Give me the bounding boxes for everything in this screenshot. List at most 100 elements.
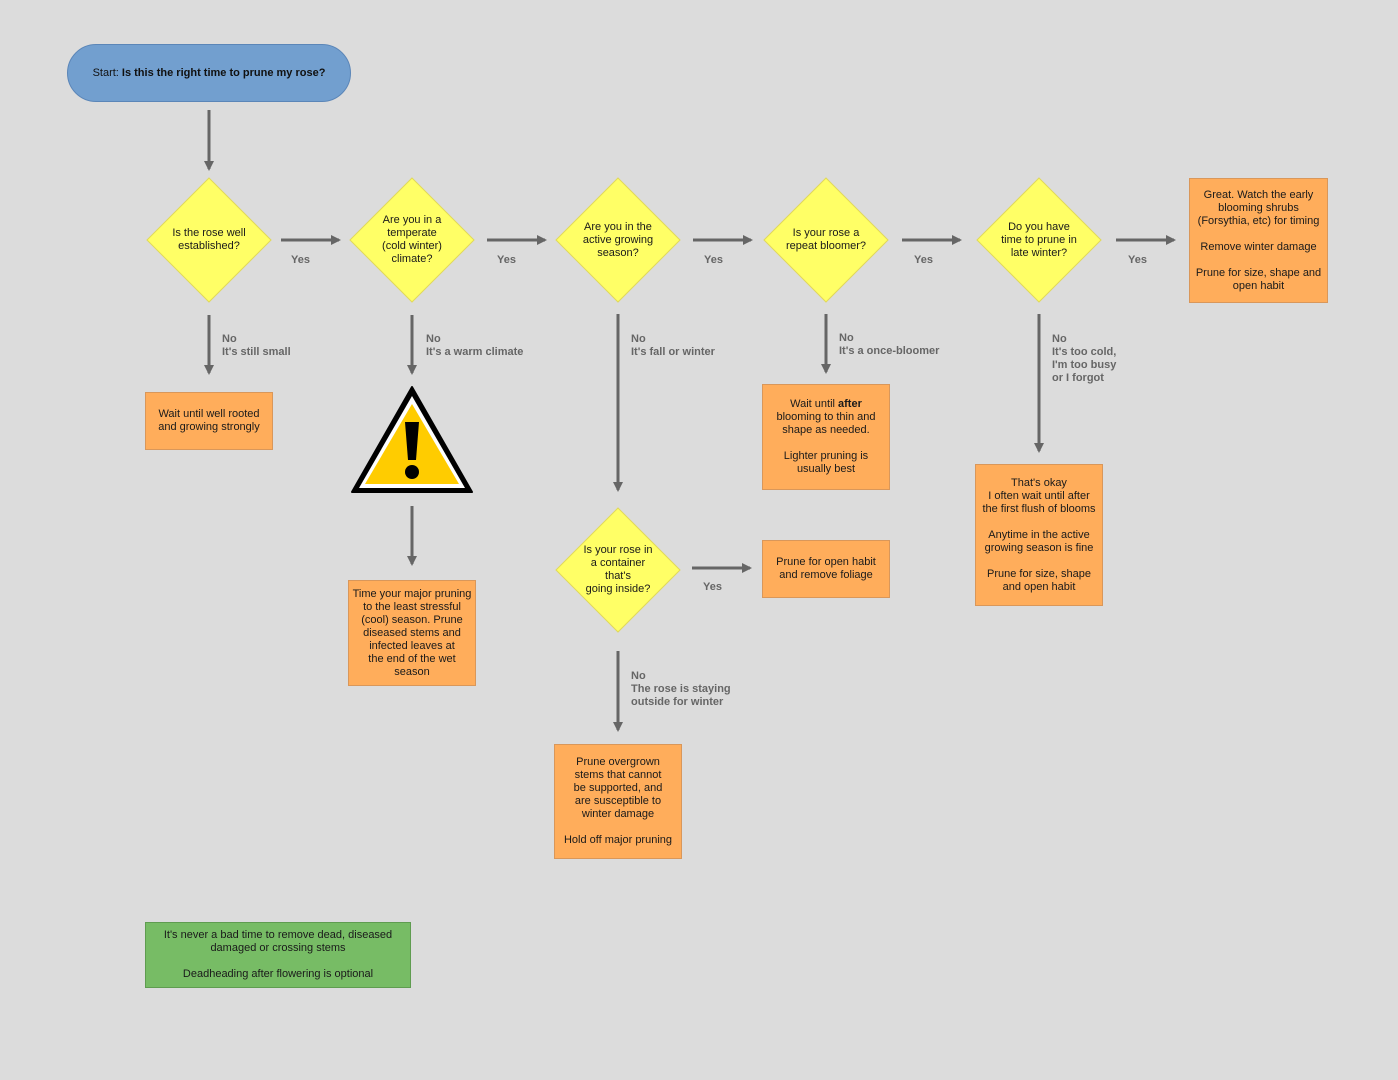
box-line: Prune for size, shape: [987, 567, 1091, 580]
box-line: and remove foliage: [779, 569, 873, 581]
outcome-wait-rooted: Wait until well rooted and growing stron…: [145, 392, 273, 450]
outcome-great: Great. Watch the early blooming shrubs (…: [1189, 178, 1328, 303]
box-line: are susceptible to: [574, 795, 662, 807]
box-line: blooming to thin and: [776, 411, 876, 423]
decision-late-winter: Do you have time to prune in late winter…: [976, 177, 1102, 303]
decision-line: active growing: [582, 233, 654, 246]
start-question: Is this the right time to prune my rose?: [121, 67, 326, 79]
box-line: to the least stressful: [363, 600, 461, 613]
start-prefix: Start:: [92, 67, 122, 79]
no-label-still-small: No It's still small: [222, 333, 291, 359]
no-label-fall-winter: No It's fall or winter: [631, 333, 715, 359]
box-line: (cool) season. Prune: [361, 613, 463, 626]
outcome-time-major: Time your major pruning to the least str…: [348, 580, 476, 686]
box-emphasis: after: [838, 398, 862, 410]
yes-label: Yes: [1128, 254, 1147, 266]
no-label: No: [631, 333, 646, 345]
yes-label: Yes: [704, 254, 723, 266]
no-label: No: [631, 670, 646, 682]
decision-line: Are you in a: [382, 214, 442, 226]
box-line: (Forsythia, etc) for timing: [1197, 214, 1320, 227]
note-never-bad-time: It's never a bad time to remove dead, di…: [145, 922, 411, 988]
decision-line: (cold winter): [382, 240, 442, 252]
decision-line: temperate: [387, 227, 437, 239]
no-reason: I'm too busy: [1052, 359, 1117, 371]
decision-repeat-bloomer: Is your rose a repeat bloomer?: [763, 177, 889, 303]
no-reason: outside for winter: [631, 696, 724, 708]
decision-line: late winter?: [1010, 246, 1068, 259]
outcome-wait-after: Wait until after blooming to thin and sh…: [762, 384, 890, 490]
no-label: No: [1052, 333, 1067, 345]
box-line: Lighter pruning is: [783, 450, 869, 462]
box-line: blooming shrubs: [1218, 201, 1299, 214]
box-line: Deadheading after flowering is optional: [182, 968, 374, 980]
yes-label: Yes: [703, 581, 722, 593]
box-line: Time your major pruning: [352, 587, 472, 600]
yes-label: Yes: [497, 254, 516, 266]
box-line: infected leaves at: [369, 639, 455, 652]
box-line: Prune for size, shape and: [1195, 266, 1322, 279]
box-line: Anytime in the active: [988, 528, 1090, 541]
outcome-open-habit: Prune for open habit and remove foliage: [762, 540, 890, 598]
box-line: Hold off major pruning: [563, 834, 673, 846]
decision-well-established: Is the rose well established?: [146, 177, 272, 303]
box-line: winter damage: [581, 808, 655, 820]
box-line: I often wait until after: [988, 489, 1090, 502]
box-line: growing season is fine: [984, 541, 1094, 554]
no-label: No: [222, 333, 237, 345]
box-line: diseased stems and: [363, 626, 461, 639]
no-label-warm-climate: No It's a warm climate: [426, 333, 523, 359]
box-line: Prune overgrown: [576, 756, 660, 768]
box-line: and open habit: [1002, 580, 1076, 593]
box-line: be supported, and: [573, 782, 663, 794]
decision-line: going inside?: [585, 583, 651, 595]
no-label: No: [839, 332, 854, 344]
box-line: Wait until well rooted: [158, 408, 260, 420]
no-reason: It's a warm climate: [426, 346, 524, 358]
decision-line: Do you have: [1008, 220, 1070, 233]
decision-line: season?: [597, 246, 639, 259]
no-reason: It's a once-bloomer: [839, 345, 940, 357]
decision-container: Is your rose in a container that's going…: [555, 507, 681, 633]
box-line: usually best: [796, 463, 856, 475]
box-line: Wait until: [790, 398, 839, 410]
box-line: open habit: [1232, 279, 1285, 292]
decision-active-season: Are you in the active growing season?: [555, 177, 681, 303]
outcome-overgrown: Prune overgrown stems that cannot be sup…: [554, 744, 682, 859]
decision-line: climate?: [391, 253, 433, 265]
box-line: stems that cannot: [574, 769, 662, 781]
decision-line: Is the rose well: [172, 227, 246, 239]
no-reason: It's still small: [222, 346, 291, 358]
decision-line: Are you in the: [584, 220, 652, 233]
box-line: shape as needed.: [782, 424, 870, 436]
decision-line: repeat bloomer?: [785, 240, 867, 252]
box-line: the end of the wet: [368, 652, 456, 665]
decision-line: Is your rose in: [583, 544, 653, 556]
box-line: Prune for open habit: [776, 556, 876, 568]
yes-label: Yes: [291, 254, 310, 266]
box-line: Great. Watch the early: [1203, 188, 1314, 201]
no-reason: or I forgot: [1052, 372, 1104, 384]
box-line: That's okay: [1011, 476, 1067, 489]
decision-line: a container that's: [590, 557, 646, 582]
box-line: Remove winter damage: [1200, 240, 1317, 253]
warning-icon: [351, 386, 473, 493]
no-reason: It's too cold,: [1052, 346, 1117, 358]
decision-line: Is your rose a: [792, 227, 860, 239]
yes-label: Yes: [914, 254, 933, 266]
box-line: damaged or crossing stems: [210, 942, 346, 954]
no-label-staying-outside: No The rose is staying outside for winte…: [631, 670, 731, 709]
no-reason: The rose is staying: [631, 683, 731, 695]
no-label-too-cold: No It's too cold, I'm too busy or I forg…: [1052, 333, 1116, 385]
box-line: season: [394, 665, 430, 678]
box-line: the first flush of blooms: [982, 502, 1096, 515]
decision-line: established?: [178, 240, 240, 252]
no-reason: It's fall or winter: [631, 346, 715, 358]
no-label-once-bloomer: No It's a once-bloomer: [839, 332, 939, 358]
no-label: No: [426, 333, 441, 345]
box-line: It's never a bad time to remove dead, di…: [163, 929, 393, 941]
decision-line: time to prune in: [1001, 233, 1077, 246]
start-terminal: Start: Is this the right time to prune m…: [67, 44, 351, 102]
